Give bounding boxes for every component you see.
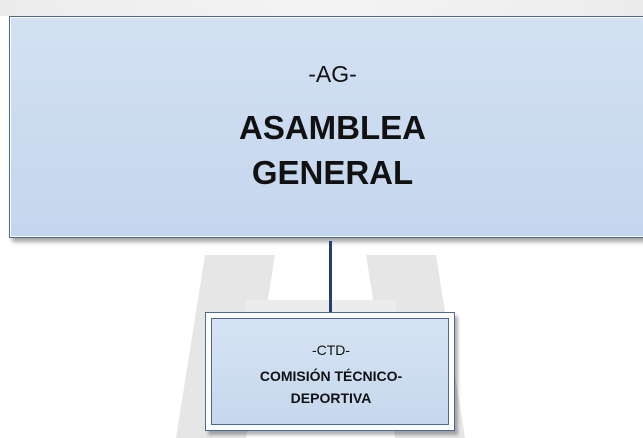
connector-ag-to-ctd — [329, 241, 332, 314]
node-comision-tecnico-deportiva-title-line2: DEPORTIVA — [290, 390, 372, 406]
node-asamblea-general: -AG- ASAMBLEA GENERAL — [9, 16, 643, 238]
node-asamblea-general-code: -AG- — [308, 61, 357, 87]
node-comision-tecnico-deportiva-title-line1: COMISIÓN TÉCNICO- — [259, 368, 403, 384]
background-watermark-top — [0, 0, 643, 16]
node-asamblea-general-title-line2: GENERAL — [251, 154, 414, 191]
node-comision-tecnico-deportiva-title: COMISIÓN TÉCNICO- DEPORTIVA — [206, 365, 456, 409]
node-asamblea-general-title-line1: ASAMBLEA — [239, 109, 426, 146]
node-comision-tecnico-deportiva-inner — [211, 318, 449, 425]
node-asamblea-general-inner-border — [10, 17, 643, 237]
node-comision-tecnico-deportiva-code: -CTD- — [311, 342, 351, 358]
node-comision-tecnico-deportiva: -CTD- COMISIÓN TÉCNICO- DEPORTIVA — [205, 312, 455, 431]
node-asamblea-general-title: ASAMBLEA GENERAL — [10, 105, 643, 195]
